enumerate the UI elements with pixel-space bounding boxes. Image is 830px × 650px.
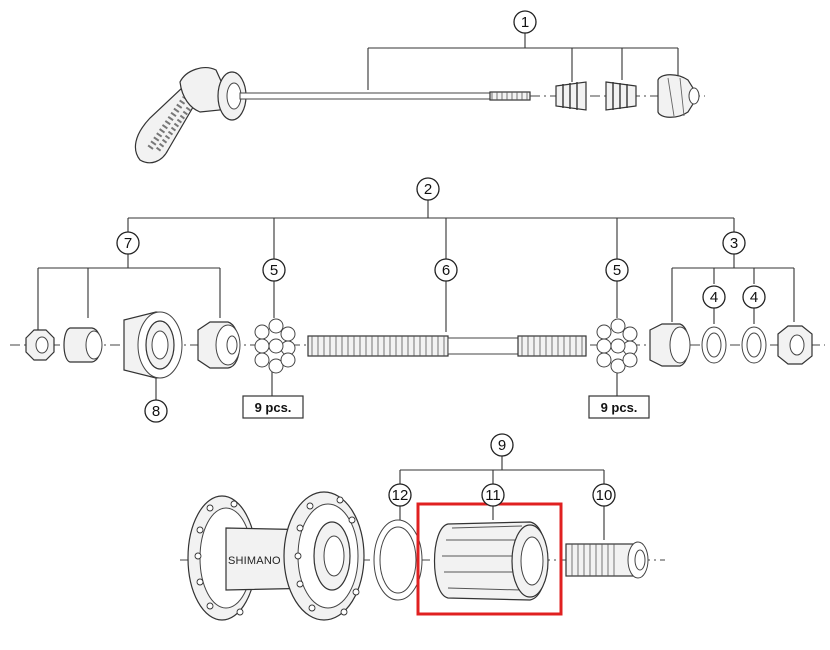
callout-3: 3 [722,231,746,255]
svg-text:12: 12 [392,487,409,504]
svg-text:9 pcs.: 9 pcs. [255,400,292,415]
axle-6 [307,335,587,357]
callout-4-left: 4 [702,285,726,309]
svg-text:2: 2 [424,181,432,198]
leader-7 [37,254,221,330]
callout-6: 6 [434,258,458,282]
hub-body-assembly: SHIMANO [180,456,665,621]
svg-text:9 pcs.: 9 pcs. [601,400,638,415]
leader-1 [367,33,679,90]
quantity-label-left: 9 pcs. [242,395,304,419]
svg-text:11: 11 [485,487,501,504]
leader-3 [671,254,795,322]
qr-rod-thread [489,91,531,101]
qr-spring-left [555,81,587,111]
leader-4 [713,308,755,324]
qr-spring-right [605,81,637,111]
callout-11: 11 [481,483,505,507]
leader-2 [127,200,735,259]
callout-5-right: 5 [605,258,629,282]
quick-release-skewer [134,33,705,164]
callout-1: 1 [513,10,537,34]
svg-text:7: 7 [124,235,132,252]
svg-text:5: 5 [270,262,278,279]
quantity-label-right: 9 pcs. [588,395,650,419]
hub-brand-label: SHIMANO [228,555,281,567]
qr-rod [239,92,491,100]
hub-shell: SHIMANO [187,491,365,621]
callout-8: 8 [144,399,168,423]
callout-4-right: 4 [742,285,766,309]
freehub-body-11 [434,521,549,601]
right-ball-bearings [596,318,638,374]
svg-text:10: 10 [596,487,613,504]
leader-9 [399,456,605,485]
qr-cam-nut-inner [226,82,242,110]
qr-thread-lines [491,92,528,100]
svg-text:8: 8 [152,403,160,420]
svg-text:6: 6 [442,262,450,279]
callout-2: 2 [416,177,440,201]
callout-9: 9 [490,433,514,457]
callout-7: 7 [116,231,140,255]
left-ball-bearings [254,318,296,374]
leader-5-6 [273,281,618,332]
svg-text:9: 9 [498,437,506,454]
callout-10: 10 [592,483,616,507]
leader-pcs [271,372,618,396]
svg-text:4: 4 [750,289,758,306]
svg-text:3: 3 [730,235,738,252]
svg-text:5: 5 [613,262,621,279]
svg-text:1: 1 [521,14,529,31]
axle-assembly: 9 pcs. 9 pcs. [10,200,825,419]
qr-lever-grip [147,96,188,150]
freehub-bolt-10 [565,541,649,579]
svg-text:4: 4 [710,289,718,306]
callout-5-left: 5 [262,258,286,282]
callout-12: 12 [388,483,412,507]
